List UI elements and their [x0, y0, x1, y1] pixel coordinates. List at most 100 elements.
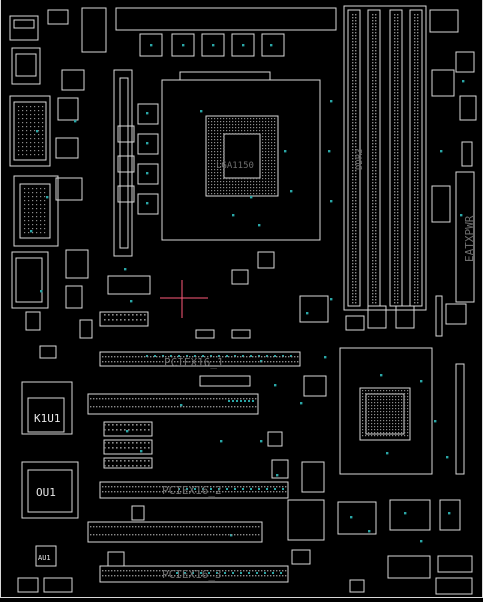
label-eatxpwr: EATXPWR	[463, 215, 476, 262]
io-chip-a	[57, 97, 79, 121]
label-chip-ou1: OU1	[36, 486, 56, 499]
pcie-slot-2	[99, 481, 289, 499]
io-chip-lan	[61, 69, 85, 91]
io-usb-stack-1	[9, 15, 39, 41]
pin-field-layer	[18, 14, 419, 577]
vrm-mosfet-2	[117, 155, 135, 173]
bottom-right-header	[387, 555, 431, 579]
io-lan-jack	[15, 53, 37, 77]
io-shield-top	[115, 7, 337, 31]
right-chip-b	[455, 51, 475, 73]
chip-k1u1-package	[21, 381, 73, 435]
vrm-choke-3	[201, 33, 225, 57]
bottom-right-connector	[435, 577, 473, 595]
io-chip-top	[47, 9, 69, 25]
pch-side-chip-b	[267, 431, 283, 447]
label-pcie-3: PCIEX16_3	[162, 568, 222, 581]
label-pcie-1: PCIEX16_1	[164, 356, 224, 369]
dimm-slot-4	[409, 9, 423, 307]
lower-left-part-b	[43, 577, 73, 593]
io-lan-connector	[11, 47, 41, 85]
mid-crystal-a	[195, 329, 215, 339]
vrm-choke-4	[231, 33, 255, 57]
vrm-mosfet-1	[117, 125, 135, 143]
io-small-part	[25, 311, 41, 331]
chip-ou1-package	[21, 461, 79, 519]
io-chip-e	[65, 285, 83, 309]
pch-side-chip-c	[271, 459, 289, 479]
mid-chip-e	[345, 315, 365, 331]
pch-side-chip-a	[303, 375, 327, 397]
mid-chip-c	[231, 269, 249, 285]
mid-small-a	[79, 319, 93, 339]
right-chip-a	[431, 69, 455, 97]
sata-connector-strip	[455, 363, 465, 475]
chip-ou1-body	[27, 469, 73, 513]
vrm-choke-8	[137, 163, 159, 185]
right-header-side	[435, 295, 443, 337]
crosshair-cursor[interactable]	[160, 280, 208, 318]
bottom-right-chip-a	[287, 499, 325, 541]
lower-part-d	[131, 505, 145, 521]
vrm-choke-9	[137, 193, 159, 215]
vrm-mosfet-3	[117, 185, 135, 203]
chip-k1u1-body	[27, 397, 65, 433]
atx-power-connector	[455, 171, 475, 303]
lower-part-c	[107, 551, 125, 567]
right-chip-c	[459, 95, 477, 121]
dimm-slot-1	[347, 9, 361, 307]
io-dvi-connector	[9, 95, 51, 167]
bottom-right-chip-c	[389, 499, 431, 531]
pcie-slot-3	[99, 565, 289, 583]
bottom-right-header-b	[437, 555, 473, 573]
pch-side-chip-d	[301, 461, 325, 493]
right-small-part	[461, 141, 473, 167]
mid-chip-d	[299, 295, 329, 323]
cpu-socket-center	[223, 133, 261, 179]
pcie-slot-1	[99, 351, 301, 367]
cpu-socket-pin-field	[205, 115, 279, 197]
io-chip-b	[55, 137, 79, 159]
bottom-right-part-e	[349, 579, 365, 593]
vrm-choke-6	[137, 103, 159, 125]
pci-slot-legacy-2	[87, 521, 263, 543]
mid-small-b	[39, 345, 57, 359]
vrm-heatsink-left	[113, 69, 133, 257]
pci-slot-legacy-1	[87, 393, 259, 415]
label-dimm: DDR3	[355, 148, 365, 170]
mid-chip-a	[107, 275, 151, 295]
header-row-c	[103, 457, 153, 469]
vrm-choke-2	[171, 33, 195, 57]
vrm-heatsink-fin	[119, 77, 129, 249]
dimm-slot-group	[343, 5, 427, 311]
dimm-slot-3	[389, 9, 403, 307]
label-chip-k1u1: K1U1	[34, 412, 61, 425]
vrm-choke-1	[139, 33, 163, 57]
vrm-choke-5	[261, 33, 285, 57]
io-vga-connector	[13, 175, 59, 247]
io-usb-port-1	[13, 19, 35, 29]
lower-left-part-a	[17, 577, 39, 593]
cpu-socket-outline	[161, 79, 321, 241]
cpu-fan-header	[179, 71, 271, 81]
pch-chipset-outline	[339, 347, 433, 475]
mid-chip-f	[367, 305, 387, 329]
mid-chip-g	[395, 305, 415, 329]
header-top-left	[81, 7, 107, 53]
label-cpu-socket: LGA1150	[216, 161, 254, 171]
io-chip-d	[65, 249, 89, 279]
bottom-right-chip-b	[337, 501, 377, 535]
io-chip-c	[55, 177, 83, 201]
right-chip-d	[431, 185, 451, 223]
chip-au1-package	[35, 545, 57, 567]
header-usb-a	[99, 311, 149, 327]
io-vga-frame	[19, 183, 51, 239]
bottom-right-part-d	[291, 549, 311, 565]
io-audio-frame	[15, 257, 43, 303]
right-header-top	[429, 9, 459, 33]
pcie-latch-1	[199, 375, 251, 387]
dimm-slot-2	[367, 9, 381, 307]
label-pcie-2: PCIEX16_2	[162, 484, 222, 497]
